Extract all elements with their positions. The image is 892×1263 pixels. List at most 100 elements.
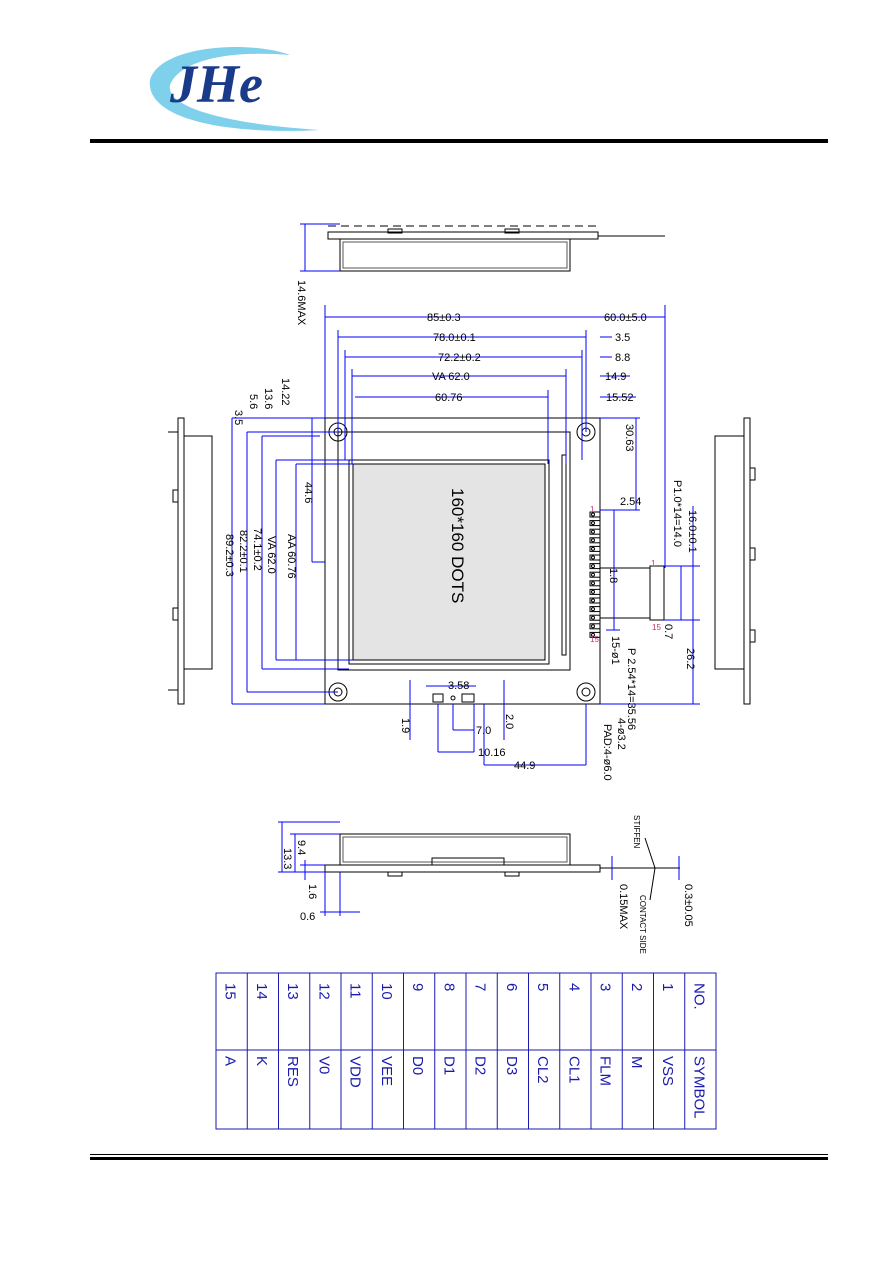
dim-offset-14-9: 14.9 [605, 371, 626, 383]
fpc-pin-hole [591, 607, 595, 612]
dim-left-13-6: 13.6 [262, 388, 274, 409]
fpc-pin [589, 631, 601, 638]
fpc-pin-hole [591, 529, 595, 534]
dim-bottom-7-0: 7.0 [476, 725, 491, 737]
fpc-pin-hole [591, 555, 595, 560]
dim-bottom-3-58: 3.58 [448, 680, 469, 692]
dim-lines-top [324, 305, 666, 568]
pin-number: 1 [659, 983, 676, 991]
dim-right-0-7: 0.7 [662, 624, 674, 639]
fpc-pin-mark-first: 1 [651, 559, 656, 568]
fpc-pin [589, 545, 601, 552]
fpc-pin [589, 537, 601, 544]
pin-symbol: K [253, 1056, 270, 1066]
profile-view [324, 833, 680, 901]
pin-number: 9 [409, 983, 426, 991]
pin-number: 14 [253, 983, 270, 1000]
pin-number: 7 [472, 983, 489, 991]
dim-bottom-44-9: 44.9 [514, 760, 535, 772]
pin-number: 2 [628, 983, 645, 991]
dim-width-85: 85±0.3 [427, 312, 461, 324]
front-view [324, 417, 601, 705]
dim-lines-right [600, 417, 700, 705]
profile-dim-lines [278, 821, 680, 916]
dim-right-30-63: 30.63 [623, 424, 635, 452]
fpc-pin-mark-last: 15 [652, 623, 661, 632]
pin-number: 13 [284, 983, 301, 1000]
pin-symbol: RES [284, 1056, 301, 1087]
top-side-view [300, 223, 665, 272]
fpc-tail [599, 565, 665, 621]
dim-width-aa: 60.76 [435, 392, 463, 404]
dim-right-mount-holes: 4-ø3.2 [615, 718, 627, 750]
dim-lines-bottom [409, 680, 587, 766]
pin-symbol: V0 [315, 1056, 332, 1074]
dim-offset-8-8: 8.8 [615, 352, 630, 364]
dim-width-72: 72.2±0.2 [438, 352, 481, 364]
pin-table: NO.SYMBOL1VSS2M3FLM4CL15CL26D37D28D19D01… [215, 972, 717, 1130]
dim-right-pad: PAD:4-ø6.0 [601, 724, 613, 781]
fpc-pin-hole [591, 512, 595, 517]
pin-symbol: D2 [472, 1056, 489, 1075]
dim-bottom-1-9: 1.9 [399, 718, 411, 733]
fpc-pin-hole [591, 538, 595, 543]
dim-offset-3-5: 3.5 [615, 332, 630, 344]
dim-offset-15-52: 15.52 [606, 392, 634, 404]
pin-table-header-symbol: SYMBOL [690, 1056, 707, 1119]
fpc-pin-hole [591, 624, 595, 629]
pin-symbol: M [628, 1056, 645, 1069]
fpc-pin [589, 528, 601, 535]
footer-rule-thin [90, 1154, 828, 1155]
pin-symbol: A [222, 1056, 239, 1066]
pin-number: 4 [565, 983, 582, 991]
dim-profile-1-6: 1.6 [306, 884, 318, 899]
dim-profile-0-3: 0.3±0.05 [682, 884, 694, 927]
fpc-pin-hole [591, 572, 595, 577]
fpc-pin [589, 520, 601, 527]
dim-right-holes: 15-ø1 [609, 636, 621, 665]
fpc-pin-hole [591, 589, 595, 594]
fpc-pin-hole [591, 564, 595, 569]
pin-symbol: VDD [347, 1056, 364, 1088]
fpc-pin [589, 563, 601, 570]
fpc-pin [589, 511, 601, 518]
dim-fpc-length: 60.0±5.0 [604, 312, 647, 324]
fpc-pin-row [589, 511, 601, 638]
dim-thickness: 14.6MAX [295, 280, 307, 326]
pin-number: 11 [347, 983, 364, 999]
pin-number: 8 [440, 983, 457, 991]
dim-right-fpc-width: 16.0±0.1 [686, 510, 698, 553]
label-contact-side: CONTACT SIDE [638, 895, 647, 954]
pin-number: 5 [534, 983, 551, 991]
dim-left-74: 74.1±0.2 [251, 528, 263, 571]
dot-label: 160*160 DOTS [448, 488, 467, 603]
dim-left-aa: AA 60.76 [285, 534, 297, 579]
dim-left-3-5: 3.5 [232, 410, 244, 425]
dim-right-1-8: 1.8 [607, 568, 619, 583]
footer-rule [90, 1157, 828, 1160]
pin-number: 12 [315, 983, 332, 1000]
pin-symbol: D0 [409, 1056, 426, 1075]
fpc-pin-hole [591, 581, 595, 586]
fpc-pin [589, 623, 601, 630]
dim-left-44-6: 44.6 [302, 482, 314, 503]
fpc-pin-hole [591, 521, 595, 526]
logo-text: JHe [169, 54, 263, 114]
dim-left-5-6: 5.6 [247, 394, 259, 409]
pin-mark-last: 15 [590, 635, 599, 644]
fpc-pin-hole [591, 632, 595, 637]
dim-width-78: 78.0±0.1 [433, 332, 476, 344]
dim-bottom-2-0: 2.0 [503, 714, 515, 729]
header-rule [90, 139, 828, 143]
label-stiffen: STIFFEN [632, 815, 641, 849]
pin-symbol: D3 [503, 1056, 520, 1075]
fpc-pin [589, 554, 601, 561]
pin-symbol: CL2 [534, 1056, 551, 1084]
pin-symbol: D1 [440, 1056, 457, 1075]
dim-right-pin-pitch: 2.54 [620, 496, 641, 508]
pin-number: 10 [378, 983, 395, 1000]
dim-left-14-22: 14.22 [279, 378, 291, 406]
pin-symbol: FLM [597, 1056, 614, 1086]
fpc-pin-hole [591, 598, 595, 603]
dim-left-va: VA 62.0 [265, 536, 277, 574]
